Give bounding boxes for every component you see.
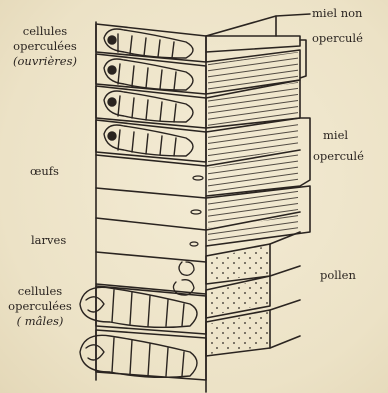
label-worker-capped-cells: cellules operculées (ouvrières) [2,24,88,69]
label-line: miel [313,128,364,143]
label-line: miel non [312,6,363,21]
label-pollen: pollen [320,268,356,283]
label-eggs: œufs [30,164,59,179]
label-line: operculé [312,31,363,46]
label-line: operculé [313,149,364,164]
label-line: operculées [2,39,88,54]
label-line: ( mâles) [2,314,78,329]
label-line: cellules [2,284,78,299]
pollen-dots [208,246,268,354]
label-larvae: larves [31,233,66,248]
label-line: (ouvrières) [2,54,88,69]
label-uncapped-honey: miel non operculé [312,6,363,46]
label-line: cellules [2,24,88,39]
label-drone-capped-cells: cellules operculées ( mâles) [2,284,78,329]
label-line: operculées [2,299,78,314]
eggs [190,176,203,246]
label-capped-honey: miel operculé [313,128,364,164]
larvae [173,262,194,295]
